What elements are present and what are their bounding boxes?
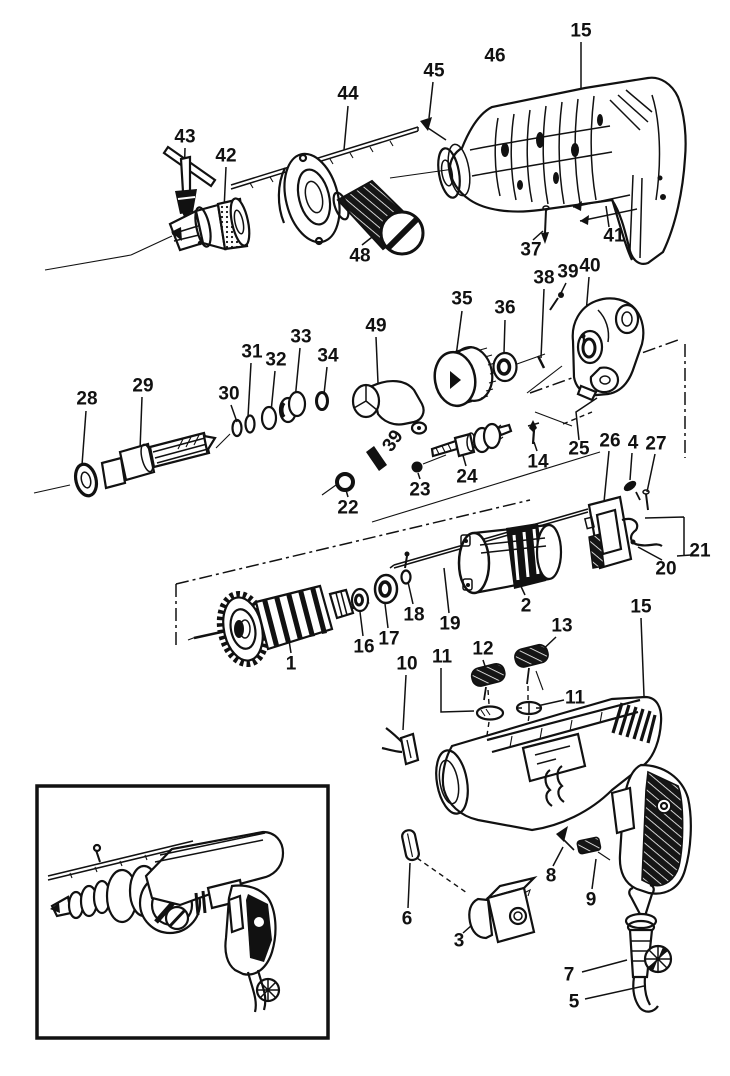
callout-19: 19 xyxy=(439,614,460,635)
callout-36: 36 xyxy=(494,298,515,319)
callout-43: 43 xyxy=(174,127,195,148)
callout-18: 18 xyxy=(403,605,424,626)
callout-28: 28 xyxy=(76,389,97,410)
callout-16: 16 xyxy=(353,637,374,658)
lead-wire-20 xyxy=(621,516,692,557)
callout-15-top: 15 xyxy=(570,21,592,42)
callout-23: 23 xyxy=(409,480,430,501)
callout-22: 22 xyxy=(337,498,358,519)
callout-40: 40 xyxy=(579,256,600,277)
pinion-shaft-24 xyxy=(430,422,513,458)
callout-labels: 43 42 44 45 46 15 48 37 41 38 39 40 35 3… xyxy=(76,21,711,1013)
assembled-drill-inset xyxy=(35,784,330,1040)
lever-10 xyxy=(381,727,420,766)
ring-22 xyxy=(321,472,355,496)
callout-48: 48 xyxy=(349,246,370,267)
motor-housing-shell xyxy=(435,695,692,895)
washer-28 xyxy=(73,462,99,498)
callout-11-right: 11 xyxy=(565,688,586,709)
cord-guard-7 xyxy=(624,883,673,979)
brush-cap-12 xyxy=(470,662,506,705)
callout-45: 45 xyxy=(423,61,445,82)
callout-10: 10 xyxy=(396,654,417,675)
callout-37: 37 xyxy=(520,240,541,261)
rod-19 xyxy=(389,508,589,569)
callout-12: 12 xyxy=(472,639,493,660)
small-washers-30-34 xyxy=(231,390,329,438)
screw-arrows-41 xyxy=(572,194,638,225)
pin-washer-18 xyxy=(400,551,412,585)
block-9 xyxy=(576,836,611,861)
callout-17: 17 xyxy=(378,629,399,650)
callout-34: 34 xyxy=(317,346,339,367)
brush-cap-13 xyxy=(514,643,549,700)
wedge-39 xyxy=(366,446,387,471)
callout-20: 20 xyxy=(655,559,676,580)
armature xyxy=(187,584,370,668)
gasket-11-right xyxy=(515,700,543,738)
callout-27: 27 xyxy=(645,434,666,455)
callout-21: 21 xyxy=(689,541,711,562)
callout-32: 32 xyxy=(265,350,286,371)
callout-44: 44 xyxy=(337,84,359,105)
callout-33: 33 xyxy=(290,327,311,348)
callout-30: 30 xyxy=(218,384,239,405)
chuck xyxy=(168,197,251,252)
callout-6: 6 xyxy=(402,909,413,930)
power-cord-5 xyxy=(632,976,659,1013)
screw-37 xyxy=(541,205,550,244)
gear-35 xyxy=(433,345,498,408)
callout-39-wedge: 39 xyxy=(378,426,407,455)
callout-49: 49 xyxy=(365,316,386,337)
side-handle-flange xyxy=(277,152,341,246)
clip-8 xyxy=(556,826,575,851)
callout-29: 29 xyxy=(132,376,153,397)
spindle-29 xyxy=(100,431,217,490)
callout-42: 42 xyxy=(215,146,236,167)
callout-15-lower: 15 xyxy=(630,597,652,618)
callout-13: 13 xyxy=(551,616,572,637)
callout-5: 5 xyxy=(569,992,580,1013)
plug-6 xyxy=(401,829,468,894)
callout-1: 1 xyxy=(286,654,297,675)
callout-38: 38 xyxy=(533,268,554,289)
inset-chuck xyxy=(50,879,112,920)
callout-46: 46 xyxy=(484,46,505,67)
callout-7: 7 xyxy=(564,965,575,986)
callout-3: 3 xyxy=(454,931,465,952)
side-handle-grip xyxy=(332,179,425,256)
gearcase-housing-shell xyxy=(437,76,687,265)
field-stator-2 xyxy=(457,523,563,595)
bearing-16 xyxy=(350,587,370,613)
switch-3 xyxy=(468,876,538,944)
callout-8: 8 xyxy=(546,866,557,887)
callout-24: 24 xyxy=(456,467,478,488)
callout-26: 26 xyxy=(599,431,620,452)
callout-14: 14 xyxy=(527,452,549,473)
clamp-49 xyxy=(351,380,428,435)
callout-41: 41 xyxy=(603,226,625,247)
bearing-17 xyxy=(373,573,399,605)
callout-11-left: 11 xyxy=(432,647,453,668)
callout-leader-lines xyxy=(81,42,663,1000)
brush-plate-26 xyxy=(583,480,650,570)
callout-35: 35 xyxy=(451,289,473,310)
ball-23 xyxy=(411,454,447,473)
callout-9: 9 xyxy=(586,890,597,911)
gearbox-housing xyxy=(536,292,645,402)
gasket-11-left xyxy=(475,705,505,743)
callout-2: 2 xyxy=(521,596,532,617)
alignment-lines xyxy=(33,166,686,648)
screw-45 xyxy=(420,117,447,141)
callout-4: 4 xyxy=(628,433,639,454)
callout-25: 25 xyxy=(568,439,590,460)
inset-cord xyxy=(246,969,281,1013)
screw-14 xyxy=(527,420,540,445)
bearing-36 xyxy=(492,351,518,383)
inset-grip xyxy=(224,884,277,976)
inset-body xyxy=(144,830,285,916)
callout-39: 39 xyxy=(557,262,578,283)
callout-31: 31 xyxy=(241,342,263,363)
